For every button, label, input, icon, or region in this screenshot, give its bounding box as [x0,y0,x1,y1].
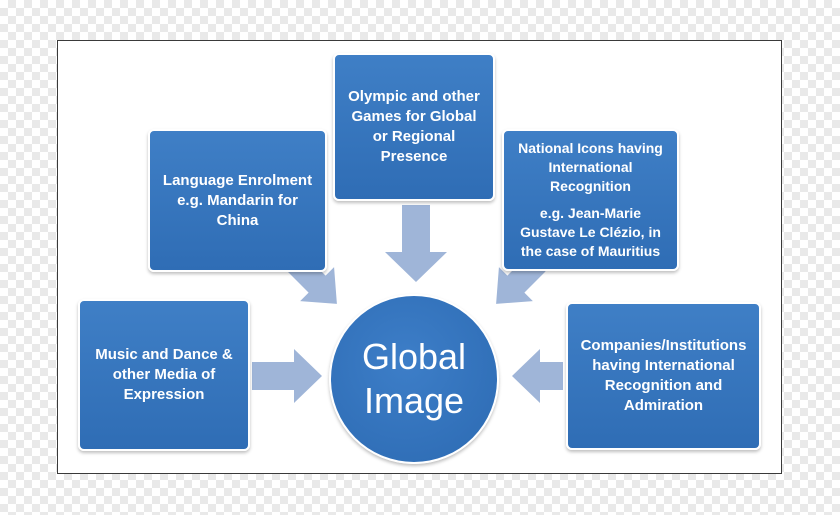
national-icons-box: National Icons having International Reco… [502,129,679,271]
olympic-games-box: Olympic and other Games for Global or Re… [333,53,495,201]
arrow-music-to-center [252,349,322,403]
box-example-line: Gustave Le Clézio, in [520,224,661,240]
box-text-line: National Icons having [518,140,663,156]
box-text-line: Music and Dance & [95,346,233,363]
box-text-line: Recognition and [604,377,723,394]
box-text-line: e.g. Mandarin for [177,191,298,209]
box-text-line: having International [592,357,735,374]
arrow-companies-to-center [512,349,563,403]
box-example-line: the case of Mauritius [520,243,661,259]
box-text-line: Expression [123,386,205,403]
companies-institutions-box: Companies/Institutions having Internatio… [566,302,761,450]
arrow-olympic-to-center [385,205,447,282]
box-text-line: Recognition [550,178,631,194]
box-text-line: other Media of [112,366,216,383]
box-text-line: Admiration [623,397,704,414]
center-title-line: Image [363,380,465,421]
box-text-line: Companies/Institutions [580,337,747,354]
box-text-line: China [216,211,259,229]
box-text-line: or Regional [372,128,456,145]
box-text-line: Presence [380,148,448,165]
music-dance-box: Music and Dance & other Media of Express… [78,299,250,451]
language-enrolment-box: Language Enrolment e.g. Mandarin for Chi… [148,129,327,272]
box-text-line: International [548,159,633,175]
center-title-line: Global [361,336,467,377]
global-image-circle: Global Image [329,294,499,464]
box-text-line: Games for Global [351,108,477,125]
box-text-line: Language Enrolment [162,171,313,189]
box-example-line: e.g. Jean-Marie [539,205,642,221]
box-text-line: Olympic and other [348,88,480,105]
